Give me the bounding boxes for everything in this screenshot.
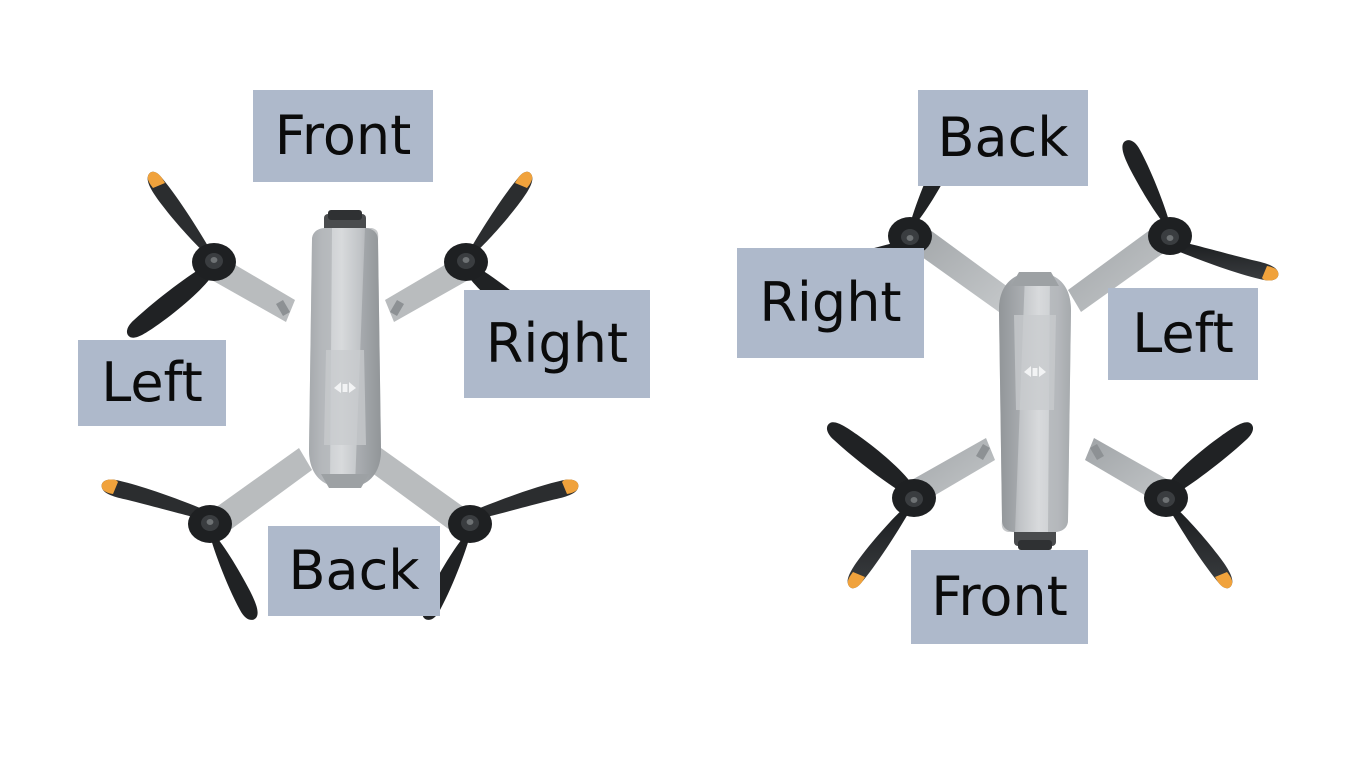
direction-label-back: Back — [918, 90, 1088, 186]
propeller-tip — [1262, 266, 1279, 281]
dji-logo — [334, 382, 356, 393]
propeller-tip — [515, 171, 533, 188]
propeller-tip — [101, 479, 118, 494]
drone-figure-nose-up: Front Left Right Back — [40, 50, 680, 710]
arm-back-left — [208, 448, 312, 536]
drone-body — [309, 210, 381, 488]
arm-back-right — [368, 448, 472, 536]
direction-label-back: Back — [268, 526, 440, 616]
drone-illustration-nose-down — [801, 140, 1279, 589]
dji-logo — [1024, 366, 1046, 377]
arm-back-right — [908, 224, 1012, 312]
battery-door — [1014, 315, 1056, 410]
direction-label-left: Left — [78, 340, 226, 426]
drone-body — [999, 272, 1071, 550]
rotor-back-left — [101, 479, 258, 620]
propeller-tip — [147, 171, 165, 188]
direction-label-right: Right — [737, 248, 924, 358]
propeller-tip — [847, 572, 865, 589]
direction-label-right: Right — [464, 290, 650, 398]
drone-group-nose-down — [801, 140, 1279, 589]
rotor-front-left — [126, 171, 236, 338]
direction-label-front: Front — [253, 90, 433, 182]
battery-door — [324, 350, 366, 445]
arm-back-left — [1068, 224, 1172, 312]
rotor-front-right — [826, 422, 936, 589]
direction-label-front: Front — [911, 550, 1088, 644]
drone-figure-nose-down: Back Right Left Front — [700, 50, 1340, 710]
rotor-front-left — [1144, 422, 1254, 589]
direction-label-left: Left — [1108, 288, 1258, 380]
propeller-tip — [1215, 572, 1233, 589]
rotor-back-right — [422, 479, 579, 620]
propeller-tip — [562, 479, 579, 494]
rotor-back-left — [1122, 140, 1279, 281]
